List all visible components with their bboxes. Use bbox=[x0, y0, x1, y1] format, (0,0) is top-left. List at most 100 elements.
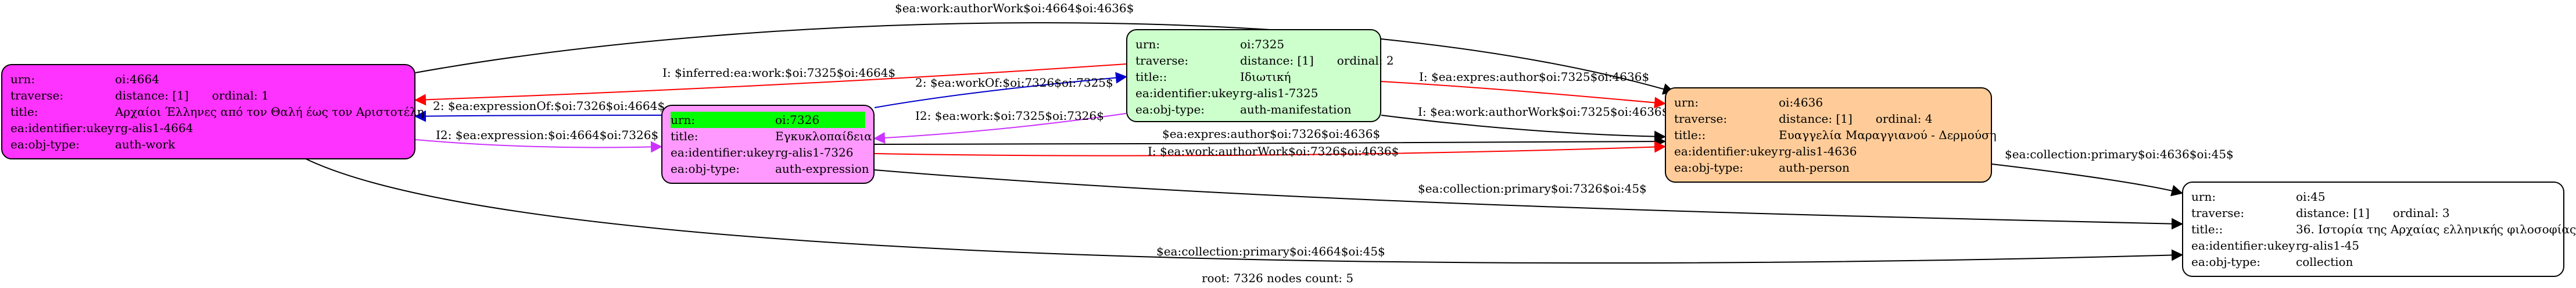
manifestation-traverse-row: traverse: distance: [1] ordinal: 2 bbox=[1135, 52, 1394, 69]
edge-label-expression-of: 2: $ea:expressionOf:$oi:7326$oi:4664$ bbox=[433, 99, 665, 113]
field-key: title:: bbox=[1674, 128, 1706, 142]
edge-label-expres-author-7325: I: $ea:expres:author$oi:7325$oi:4636$ bbox=[1419, 70, 1650, 84]
field-value: rg-alis1-4636 bbox=[1779, 144, 1857, 158]
field-value: rg-alis1-7326 bbox=[775, 145, 854, 159]
work-urn-row: urn: oi:4664 bbox=[10, 71, 406, 87]
field-key: title:: bbox=[1135, 70, 1167, 84]
node-manifestation-7325[interactable]: urn: oi:7325 traverse: distance: [1] ordina… bbox=[1126, 29, 1394, 122]
field-key: ea:obj-type: bbox=[2191, 255, 2261, 269]
field-value: distance: [1] bbox=[2296, 206, 2370, 220]
field-key: ea:identifier:ukey bbox=[2191, 239, 2295, 253]
edge-label-work-author-top: $ea:work:authorWork$oi:4664$oi:4636$ bbox=[895, 1, 1134, 15]
work-title-row: title:Αρχαίοι Έλληνες από τον Θαλή έως τ… bbox=[10, 104, 424, 120]
field-value: distance: [1] bbox=[1240, 54, 1314, 67]
field-value: ordinal: 4 bbox=[1875, 112, 1933, 126]
field-value: Ευαγγελία Μαραγγιανού - Δερμούση bbox=[1779, 128, 1997, 142]
field-key: ea:obj-type: bbox=[10, 137, 80, 151]
edge-label-inferred-work: I: $inferred:ea:work:$oi:7325$oi:4664$ bbox=[662, 66, 896, 80]
field-key: ea:obj-type: bbox=[671, 162, 740, 176]
field-value: auth-person bbox=[1779, 161, 1850, 175]
edge-expression bbox=[415, 139, 662, 153]
edge-work-author-7325 bbox=[1381, 115, 1666, 143]
edge-expression-of bbox=[414, 110, 662, 122]
edge-label-work-author-7326: I: $ea:work:authorWork$oi:7326$oi:4636$ bbox=[1148, 144, 1399, 158]
edge-expres-author-7326 bbox=[874, 136, 1666, 148]
edge-inferred-work bbox=[414, 63, 1127, 106]
expression-title-row: title:Εγκυκλοπαίδεια bbox=[671, 128, 872, 144]
field-value: oi:7326 bbox=[775, 113, 820, 127]
edge-work-author-top bbox=[415, 22, 1675, 95]
field-value: ordinal: 2 bbox=[1337, 54, 1394, 67]
edge-manifestation-expr bbox=[873, 113, 1127, 144]
field-value: rg-alis1-45 bbox=[2296, 239, 2360, 253]
field-key: urn: bbox=[671, 113, 696, 127]
edge-label-expression: I2: $ea:expression:$oi:4664$oi:7326$ bbox=[436, 128, 659, 142]
node-person-4636[interactable]: urn: oi:4636 traverse: distance: [1] ordina… bbox=[1665, 87, 1997, 183]
field-value: oi:4636 bbox=[1779, 95, 1823, 109]
field-key: ea:obj-type: bbox=[1135, 102, 1205, 116]
field-key: title:: bbox=[2191, 222, 2223, 236]
field-value: 36. Ιστορία της Αρχαίας ελληνικής φιλοσο… bbox=[2296, 222, 2576, 236]
person-title-row: title::Ευαγγελία Μαραγγιανού - Δερμούση bbox=[1674, 127, 1997, 143]
field-value: ordinal: 1 bbox=[212, 88, 269, 102]
edge-label-work-author-7325: I: $ea:work:authorWork$oi:7325$oi:4636$ bbox=[1418, 105, 1669, 119]
field-key: title: bbox=[10, 105, 38, 119]
person-urn-row: urn: oi:4636 bbox=[1674, 94, 1983, 111]
collection-type-row: ea:obj-type: collection bbox=[2191, 254, 2555, 270]
field-value: collection bbox=[2296, 255, 2353, 269]
collection-traverse-row: traverse: distance: [1] ordinal: 3 bbox=[2191, 205, 2555, 221]
edge-expres-author-7325 bbox=[1381, 81, 1666, 109]
field-value: oi:4664 bbox=[115, 72, 160, 86]
field-key: ea:identifier:ukey bbox=[1674, 144, 1778, 158]
graph-footer: root: 7326 nodes count: 5 bbox=[1202, 271, 1354, 285]
edge-label-work-of: 2: $ea:workOf:$oi:7326$oi:7325$ bbox=[915, 76, 1113, 90]
field-key: urn: bbox=[10, 72, 35, 86]
edge-collection-4636 bbox=[1991, 163, 2183, 197]
edge-label-collection-4664: $ea:collection:primary$oi:4664$oi:45$ bbox=[1156, 244, 1385, 258]
work-traverse-row: traverse: distance: [1] ordinal: 1 bbox=[10, 87, 406, 104]
edge-work-of bbox=[874, 72, 1127, 108]
field-value: distance: [1] bbox=[115, 88, 189, 102]
field-key: urn: bbox=[1674, 95, 1699, 109]
field-key: urn: bbox=[1135, 37, 1160, 51]
field-key: traverse: bbox=[10, 88, 64, 102]
collection-urn-row: urn: oi:45 bbox=[2191, 189, 2555, 205]
field-value: rg-alis1-4664 bbox=[115, 121, 194, 135]
manifestation-urn-row: urn: oi:7325 bbox=[1135, 36, 1372, 52]
person-traverse-row: traverse: distance: [1] ordinal: 4 bbox=[1674, 111, 1983, 127]
field-key: traverse: bbox=[1135, 54, 1189, 67]
field-key: ea:identifier:ukey bbox=[1135, 86, 1239, 100]
field-value: Εγκυκλοπαίδεια bbox=[775, 129, 872, 143]
edge-collection-4664 bbox=[302, 157, 2183, 264]
field-value: distance: [1] bbox=[1779, 112, 1853, 126]
edge-label-collection-7326: $ea:collection:primary$oi:7326$oi:45$ bbox=[1418, 182, 1647, 195]
node-expression-7326[interactable]: urn: oi:7326 title:Εγκυκλοπαίδεια ea:iden… bbox=[661, 105, 875, 184]
field-value: ordinal: 3 bbox=[2392, 206, 2450, 220]
node-collection-45[interactable]: urn: oi:45 traverse: distance: [1] ordinal:… bbox=[2182, 182, 2576, 277]
field-value: oi:45 bbox=[2296, 190, 2326, 204]
field-key: traverse: bbox=[2191, 206, 2245, 220]
edge-label-manifestation-expr: I2: $ea:work:$oi:7325$oi:7326$ bbox=[915, 109, 1104, 123]
field-key: urn: bbox=[2191, 190, 2216, 204]
field-value: auth-manifestation bbox=[1240, 102, 1352, 116]
field-value: Ιδιωτική bbox=[1240, 70, 1291, 84]
person-type-row: ea:obj-type:auth-person bbox=[1674, 159, 1983, 176]
edge-work-author-7326 bbox=[874, 141, 1666, 157]
field-key: ea:identifier:ukey bbox=[671, 145, 775, 159]
edge-collection-7326 bbox=[874, 169, 2183, 230]
work-type-row: ea:obj-type:auth-work bbox=[10, 136, 406, 152]
field-key: traverse: bbox=[1674, 112, 1728, 126]
field-value: rg-alis1-7325 bbox=[1240, 86, 1319, 100]
expression-type-row: ea:obj-type:auth-expression bbox=[671, 161, 869, 177]
field-value: oi:7325 bbox=[1240, 37, 1285, 51]
expression-urn-row: urn: oi:7326 bbox=[671, 112, 865, 128]
manifestation-title-row: title::Ιδιωτική bbox=[1135, 69, 1372, 85]
collection-title-row: title::36. Ιστορία της Αρχαίας ελληνικής… bbox=[2191, 221, 2576, 237]
node-work-4664[interactable]: urn: oi:4664 traverse: distance: [1] ordina… bbox=[1, 64, 424, 159]
